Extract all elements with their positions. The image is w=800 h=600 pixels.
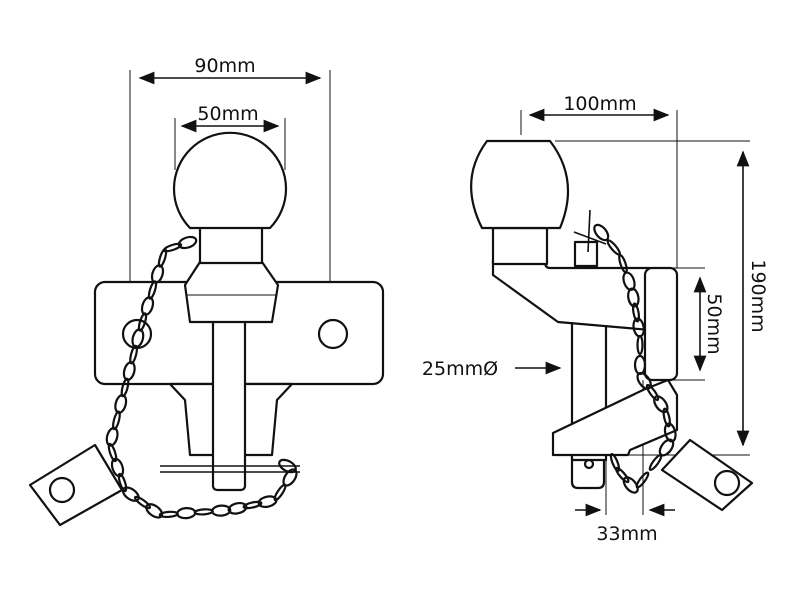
chain-link xyxy=(133,495,152,510)
plate-hole-left xyxy=(121,318,153,350)
chain-link xyxy=(150,264,165,284)
tow-ball-side xyxy=(470,139,570,230)
plate-hole-right xyxy=(317,318,349,350)
chain-link xyxy=(177,235,198,250)
front-dimension-lines xyxy=(129,70,331,300)
hitch-pin xyxy=(211,316,247,492)
chain-link xyxy=(633,354,647,376)
chain-link xyxy=(157,248,168,268)
chain-link xyxy=(147,280,158,300)
jaw-block xyxy=(643,266,679,382)
tow-ball xyxy=(172,131,288,230)
label-overall-width: 90mm xyxy=(194,55,255,77)
ball-neck-side xyxy=(491,226,549,266)
chain-link xyxy=(121,486,140,502)
chain-link xyxy=(105,426,119,447)
chain-link xyxy=(117,472,128,493)
chain-link xyxy=(273,483,287,502)
label-jaw-gap: 33mm xyxy=(596,523,657,545)
chain-link xyxy=(110,457,125,478)
chain-link xyxy=(606,239,621,256)
chain-link xyxy=(636,334,644,356)
label-pin-diameter: 25mmØ xyxy=(422,358,498,380)
chain-link xyxy=(211,504,232,517)
chain-link xyxy=(609,452,621,473)
chain-link xyxy=(636,371,652,390)
chain-link xyxy=(648,453,663,472)
label-ball-offset: 100mm xyxy=(563,93,636,115)
label-ball-diameter: 50mm xyxy=(197,103,258,125)
label-jaw-height: 50mm xyxy=(703,293,725,354)
label-overall-height: 190mm xyxy=(747,259,769,332)
chain-tag-left xyxy=(28,443,124,527)
front-view: 90mm 50mm xyxy=(28,55,385,527)
chain-link xyxy=(645,383,660,402)
chain-link xyxy=(242,500,263,510)
chain-link xyxy=(227,501,248,515)
chain-link xyxy=(622,476,639,494)
chain-link xyxy=(107,442,118,463)
side-view: 100mm 190mm 50mm 25mmØ 33mm xyxy=(422,93,769,545)
safety-chain-front xyxy=(105,235,298,520)
ball-neck xyxy=(198,223,264,265)
chain-link xyxy=(114,394,128,414)
safety-chain-side xyxy=(593,223,677,494)
chain-link xyxy=(662,407,672,428)
chain-link xyxy=(137,312,148,332)
hex-body xyxy=(183,260,280,324)
chain-link xyxy=(627,287,640,308)
chain-link xyxy=(631,302,641,323)
chain-link xyxy=(653,395,669,414)
chain-link xyxy=(112,410,121,431)
chain-link xyxy=(622,271,636,292)
chain-link xyxy=(278,458,297,474)
chain-link xyxy=(593,223,610,242)
chain-link xyxy=(176,506,197,520)
chain-link xyxy=(140,296,155,316)
chain-tag-right xyxy=(660,438,754,512)
chain-link xyxy=(193,508,214,516)
chain-link xyxy=(615,466,630,484)
